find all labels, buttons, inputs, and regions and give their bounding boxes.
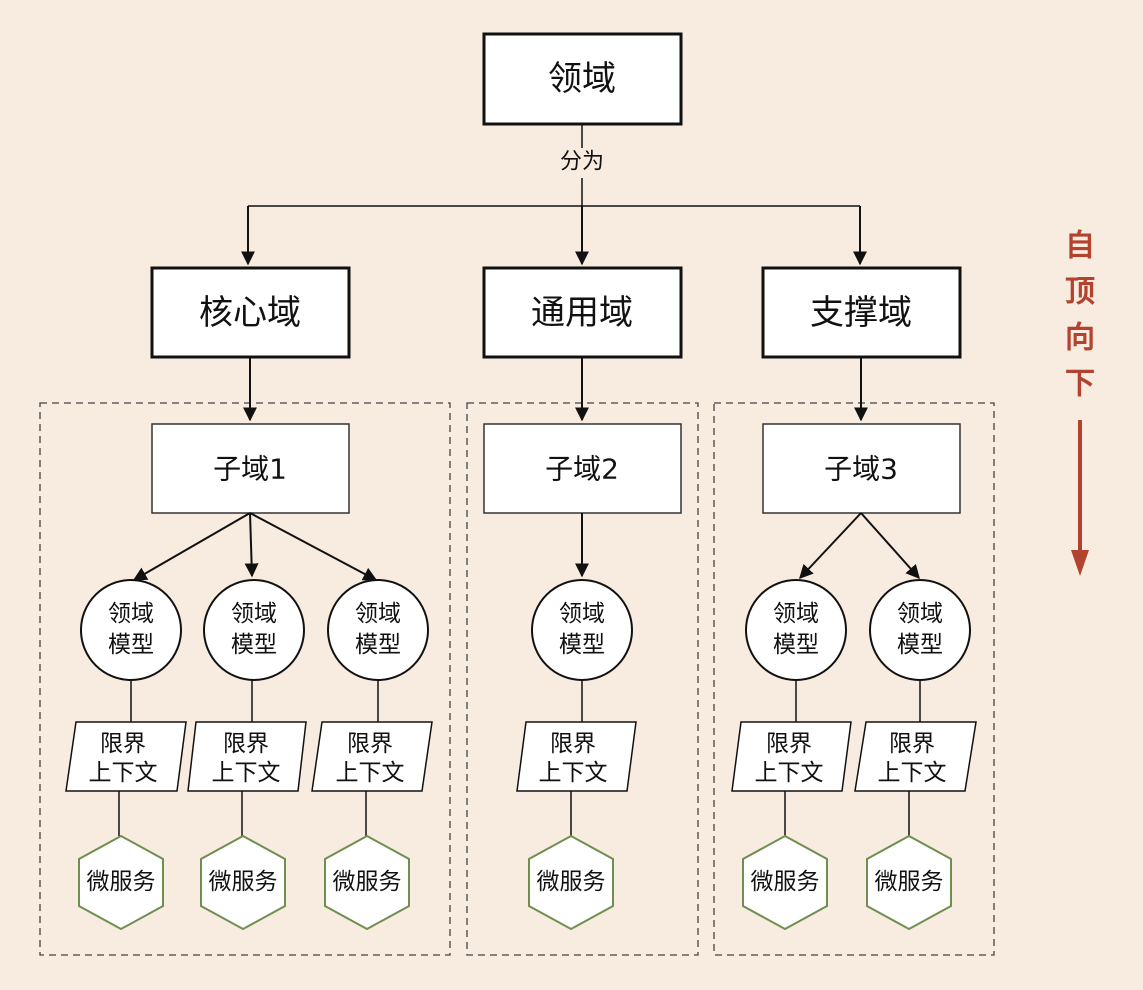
domain-model-label-line2: 模型	[559, 632, 605, 658]
microservice-3: 微服务	[324, 834, 410, 931]
domain-model-label-line2: 模型	[355, 632, 401, 658]
bounded-context-label-line2: 上下文	[539, 760, 608, 786]
domain-label-core: 核心域	[199, 293, 301, 333]
direction-char-3: 向	[1065, 321, 1095, 356]
microservice-1: 微服务	[78, 834, 164, 931]
microservice-label: 微服务	[537, 869, 606, 895]
bounded-context-label-line2: 上下文	[89, 760, 158, 786]
microservice-2: 微服务	[200, 834, 286, 931]
domain-model-label-line1: 领域	[897, 601, 943, 627]
bounded-context-label-line1: 限界	[550, 731, 596, 757]
edge-label: 分为	[560, 150, 604, 175]
domain-model-label-line2: 模型	[108, 632, 154, 658]
microservice-4: 微服务	[528, 834, 614, 931]
microservice-label: 微服务	[875, 869, 944, 895]
domain-model-label-line1: 领域	[355, 601, 401, 627]
supporting-domain-frame	[713, 402, 995, 956]
column-connectors	[118, 680, 921, 836]
microservice-label: 微服务	[209, 869, 278, 895]
direction-char-4: 下	[1065, 367, 1095, 402]
domain-model-label-line1: 领域	[559, 601, 605, 627]
bounded-context-3: 限界 上下文	[311, 721, 433, 792]
subdomain-label-1: 子域1	[213, 453, 287, 486]
domain-model-label-line1: 领域	[108, 601, 154, 627]
bounded-context-label-line1: 限界	[100, 731, 146, 757]
microservice-5: 微服务	[742, 834, 828, 931]
down-arrowhead-icon	[1071, 550, 1089, 576]
domain-model-6: 领域 模型	[869, 579, 971, 681]
microservice-6: 微服务	[866, 834, 952, 931]
subdomain-label-2: 子域2	[545, 453, 619, 486]
domain-node-supporting: 支撑域	[761, 266, 962, 359]
domain-model-4: 领域 模型	[531, 579, 633, 681]
bounded-context-label-line1: 限界	[889, 731, 935, 757]
microservice-label: 微服务	[333, 869, 402, 895]
bounded-context-label-line1: 限界	[766, 731, 812, 757]
bounded-context-1: 限界 上下文	[65, 721, 187, 792]
root-node: 领域	[482, 32, 683, 126]
domain-model-1: 领域 模型	[80, 579, 182, 681]
bounded-context-4: 限界 上下文	[516, 721, 637, 792]
domain-model-2: 领域 模型	[203, 579, 305, 681]
direction-char-2: 顶	[1065, 275, 1095, 310]
domain-model-label-line2: 模型	[231, 632, 277, 658]
domain-model-label-line2: 模型	[773, 632, 819, 658]
domain-model-label-line1: 领域	[773, 601, 819, 627]
core-domain-frame	[39, 402, 451, 956]
domain-label-supporting: 支撑域	[810, 293, 912, 333]
generic-domain-frame	[466, 402, 699, 956]
bounded-context-label-line2: 上下文	[212, 760, 281, 786]
bounded-context-label-line1: 限界	[223, 731, 269, 757]
subdomain-node-2: 子域2	[483, 423, 682, 514]
subdomain-label-3: 子域3	[824, 453, 898, 486]
subdomain-node-3: 子域3	[762, 423, 961, 514]
bounded-context-label-line1: 限界	[347, 731, 393, 757]
direction-char-1: 自	[1065, 229, 1095, 264]
domain-node-generic: 通用域	[482, 266, 683, 359]
bounded-context-2: 限界 上下文	[187, 721, 307, 792]
domain-model-5: 领域 模型	[745, 579, 847, 681]
bounded-context-label-line2: 上下文	[755, 760, 824, 786]
root-label: 领域	[548, 59, 616, 99]
bounded-context-label-line2: 上下文	[336, 760, 405, 786]
subdomain-node-1: 子域1	[151, 423, 350, 514]
domain-label-generic: 通用域	[531, 293, 633, 333]
direction-indicator: 自 顶 向 下	[1065, 229, 1095, 576]
domain-model-3: 领域 模型	[327, 579, 429, 681]
bounded-context-label-line2: 上下文	[878, 760, 947, 786]
bounded-context-5: 限界 上下文	[731, 721, 852, 792]
domain-node-core: 核心域	[150, 266, 351, 359]
domain-model-label-line2: 模型	[897, 632, 943, 658]
domain-model-label-line1: 领域	[231, 601, 277, 627]
microservice-label: 微服务	[87, 869, 156, 895]
microservice-label: 微服务	[751, 869, 820, 895]
bounded-context-6: 限界 上下文	[854, 721, 977, 792]
